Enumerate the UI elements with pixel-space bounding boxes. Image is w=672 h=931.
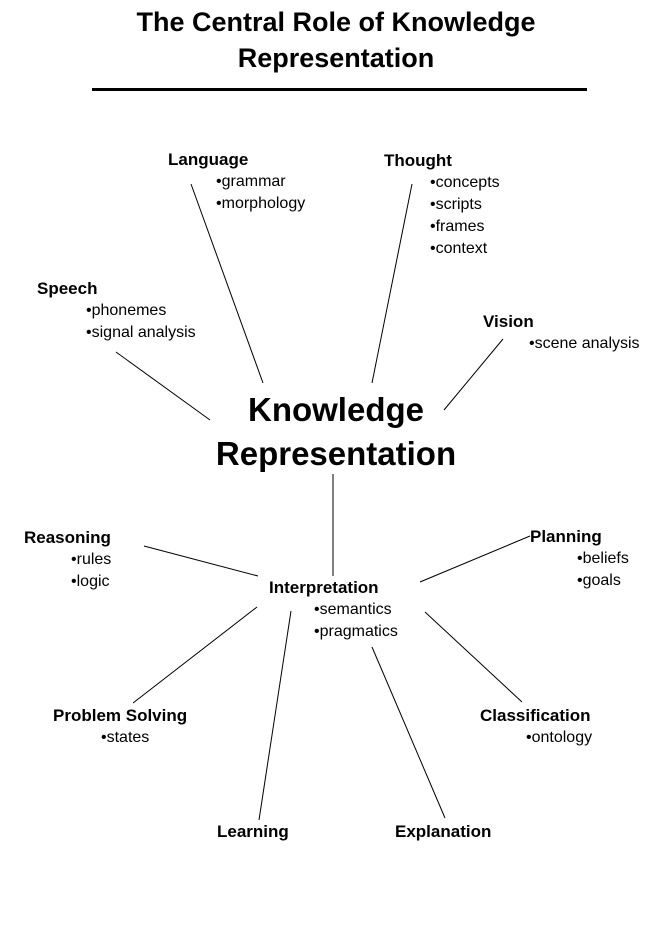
list-item: signal analysis xyxy=(86,322,196,344)
link-hub-thought xyxy=(371,183,413,384)
list-item: grammar xyxy=(216,171,305,193)
node-interpretation-items: semantics pragmatics xyxy=(314,599,398,643)
node-planning: Planning beliefs goals xyxy=(530,526,629,592)
node-interpretation: Interpretation semantics pragmatics xyxy=(269,577,398,643)
node-classification-items: ontology xyxy=(526,727,593,749)
node-speech-label: Speech xyxy=(37,279,98,298)
node-speech-items: phonemes signal analysis xyxy=(86,300,196,344)
list-item: logic xyxy=(71,571,111,593)
list-item: beliefs xyxy=(577,548,629,570)
node-language-label: Language xyxy=(168,150,249,169)
link-hub-speech xyxy=(115,351,211,421)
link-interpretation-reasoning xyxy=(143,545,259,577)
node-speech: Speech phonemes signal analysis xyxy=(37,278,196,344)
node-thought-label: Thought xyxy=(384,151,452,170)
node-language-items: grammar morphology xyxy=(216,171,306,215)
node-vision: Vision scene analysis xyxy=(483,311,640,355)
node-planning-label: Planning xyxy=(530,527,602,546)
list-item: concepts xyxy=(430,172,500,194)
list-item: semantics xyxy=(314,599,398,621)
node-explanation: Explanation xyxy=(395,821,491,843)
node-learning: Learning xyxy=(217,821,289,843)
node-planning-items: beliefs goals xyxy=(577,548,629,592)
link-interpretation-classification xyxy=(424,611,523,703)
list-item: pragmatics xyxy=(314,621,398,643)
list-item: ontology xyxy=(526,727,593,749)
list-item: scripts xyxy=(430,194,500,216)
diagram-title: The Central Role of Knowledge Representa… xyxy=(136,7,536,73)
node-classification: Classification ontology xyxy=(480,705,592,749)
node-reasoning-items: rules logic xyxy=(71,549,112,593)
node-reasoning: Reasoning rules logic xyxy=(24,527,111,593)
central-node-knowledge-representation: Knowledge Representation xyxy=(186,388,486,476)
list-item: rules xyxy=(71,549,112,571)
list-item: context xyxy=(430,238,500,260)
list-item: goals xyxy=(577,570,629,592)
title-underline xyxy=(92,88,587,91)
list-item: morphology xyxy=(216,193,306,215)
node-problem-solving-label: Problem Solving xyxy=(53,706,188,725)
node-vision-items: scene analysis xyxy=(529,333,640,355)
node-thought: Thought concepts scripts frames context xyxy=(384,150,500,260)
node-thought-items: concepts scripts frames context xyxy=(430,172,500,260)
link-interpretation-problem-solving xyxy=(132,606,258,704)
link-interpretation-explanation xyxy=(371,646,446,819)
node-interpretation-label: Interpretation xyxy=(269,578,379,597)
node-explanation-label: Explanation xyxy=(395,822,492,841)
link-hub-language xyxy=(190,183,264,384)
list-item: frames xyxy=(430,216,500,238)
node-language: Language grammar morphology xyxy=(168,149,305,215)
list-item: states xyxy=(101,727,187,749)
node-problem-solving-items: states xyxy=(101,727,187,749)
central-node-line1: Knowledge xyxy=(247,391,424,428)
link-interpretation-learning xyxy=(258,610,292,821)
list-item: scene analysis xyxy=(529,333,640,355)
list-item: phonemes xyxy=(86,300,196,322)
node-learning-label: Learning xyxy=(217,822,289,841)
central-node-line2: Representation xyxy=(215,435,457,472)
node-problem-solving: Problem Solving states xyxy=(53,705,187,749)
node-vision-label: Vision xyxy=(483,312,534,331)
link-hub-vision xyxy=(443,338,504,411)
node-reasoning-label: Reasoning xyxy=(24,528,111,547)
node-classification-label: Classification xyxy=(480,706,591,725)
link-interpretation-planning xyxy=(419,535,531,583)
